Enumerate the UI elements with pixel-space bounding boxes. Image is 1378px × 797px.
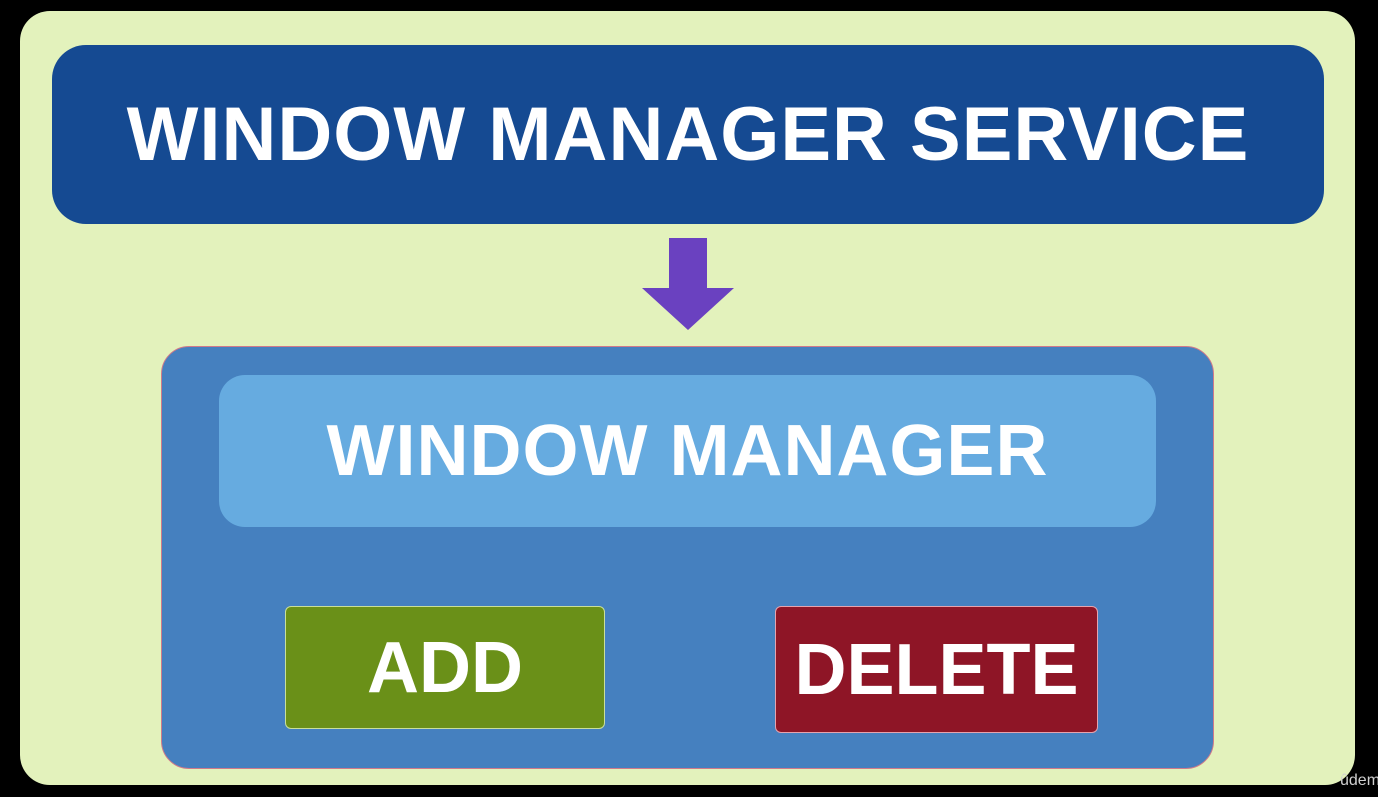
- watermark-text: ûdem: [1340, 772, 1378, 789]
- add-box: ADD: [285, 606, 605, 729]
- window-manager-service-box: WINDOW MANAGER SERVICE: [52, 45, 1324, 224]
- window-manager-box: WINDOW MANAGER: [219, 375, 1156, 527]
- delete-box: DELETE: [775, 606, 1098, 733]
- down-arrow-icon: [642, 238, 734, 330]
